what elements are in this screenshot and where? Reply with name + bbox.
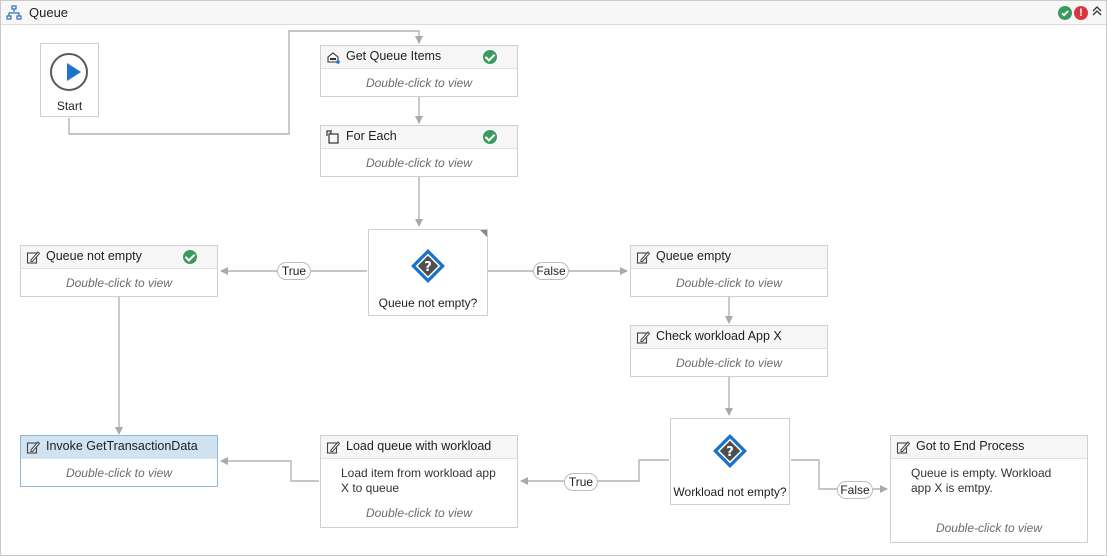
- panel-header: Queue !: [1, 1, 1106, 25]
- activity-title: Queue empty: [656, 249, 732, 263]
- activity-description: Queue is empty. Workload app X is emtpy.: [911, 466, 1052, 495]
- connector-load-to-invoke: [220, 457, 319, 482]
- sequence-icon: [326, 441, 340, 454]
- expand-corner: [480, 230, 487, 237]
- start-label: Start: [56, 99, 83, 113]
- sequence-icon: [26, 441, 40, 454]
- true-branch-label[interactable]: True: [564, 473, 598, 491]
- valid-check-icon: [183, 250, 197, 264]
- activity-queue-empty[interactable]: Queue empty Double-click to view: [630, 245, 828, 297]
- activity-description: Load item from workload app X to queue: [341, 466, 496, 495]
- decision-label: Queue not empty?: [378, 296, 478, 310]
- double-click-hint: Double-click to view: [675, 356, 783, 370]
- activity-title: Get Queue Items: [346, 49, 442, 63]
- activity-title: Invoke GetTransactionData: [46, 439, 198, 453]
- double-click-hint: Double-click to view: [365, 76, 473, 90]
- activity-get-queue-items[interactable]: Get Queue Items Double-click to view: [320, 45, 518, 97]
- collapse-icon[interactable]: [1090, 5, 1104, 19]
- sequence-icon: [636, 251, 650, 264]
- decision-question-icon: ?: [713, 434, 747, 468]
- double-click-hint: Double-click to view: [675, 276, 783, 290]
- valid-check-icon: [483, 50, 497, 64]
- decision-workload-not-empty[interactable]: ? Workload not empty?: [670, 418, 790, 505]
- activity-load-queue-with-workload[interactable]: Load queue with workload Load item from …: [320, 435, 518, 528]
- activity-title: Queue not empty: [46, 249, 142, 263]
- svg-text:?: ?: [726, 445, 734, 460]
- decision-queue-not-empty[interactable]: ? Queue not empty?: [368, 229, 488, 316]
- true-branch-label[interactable]: True: [277, 262, 311, 280]
- decision-label: Workload not empty?: [673, 485, 787, 499]
- activity-go-to-end-process[interactable]: Got to End Process Queue is empty. Workl…: [890, 435, 1088, 543]
- svg-text:?: ?: [424, 260, 432, 275]
- activity-title: Got to End Process: [916, 439, 1025, 453]
- activity-check-workload[interactable]: Check workload App X Double-click to vie…: [630, 325, 828, 377]
- false-branch-label[interactable]: False: [837, 481, 873, 499]
- valid-check-icon: [483, 130, 497, 144]
- sequence-icon: [896, 441, 910, 454]
- double-click-hint: Double-click to view: [65, 276, 173, 290]
- double-click-hint: Double-click to view: [65, 466, 173, 480]
- sequence-icon: [26, 251, 40, 264]
- double-click-hint: Double-click to view: [365, 156, 473, 170]
- get-queue-items-icon: [327, 52, 340, 64]
- double-click-hint: Double-click to view: [935, 521, 1043, 535]
- panel-title: Queue: [29, 5, 69, 20]
- activity-title: Check workload App X: [656, 329, 782, 343]
- play-icon: [50, 53, 88, 91]
- false-branch-label[interactable]: False: [533, 262, 569, 280]
- double-click-hint: Double-click to view: [365, 506, 473, 520]
- activity-queue-not-empty[interactable]: Queue not empty Double-click to view: [20, 245, 218, 297]
- valid-status-icon: [1058, 6, 1072, 20]
- flowchart-icon: [6, 5, 22, 20]
- start-node[interactable]: Start: [40, 43, 99, 117]
- connector-start-to-get-queue-items: [68, 30, 423, 135]
- activity-for-each[interactable]: For Each Double-click to view: [320, 125, 518, 177]
- decision-question-icon: ?: [411, 249, 445, 283]
- error-status-icon[interactable]: !: [1074, 6, 1088, 20]
- activity-title: For Each: [346, 129, 397, 143]
- activity-title: Load queue with workload: [346, 439, 492, 453]
- activity-invoke-get-transaction-data[interactable]: Invoke GetTransactionData Double-click t…: [20, 435, 218, 487]
- flowchart-canvas[interactable]: Start Get Queue Items Double-click to vi…: [1, 25, 1106, 555]
- for-each-icon: [326, 130, 339, 144]
- sequence-icon: [636, 331, 650, 344]
